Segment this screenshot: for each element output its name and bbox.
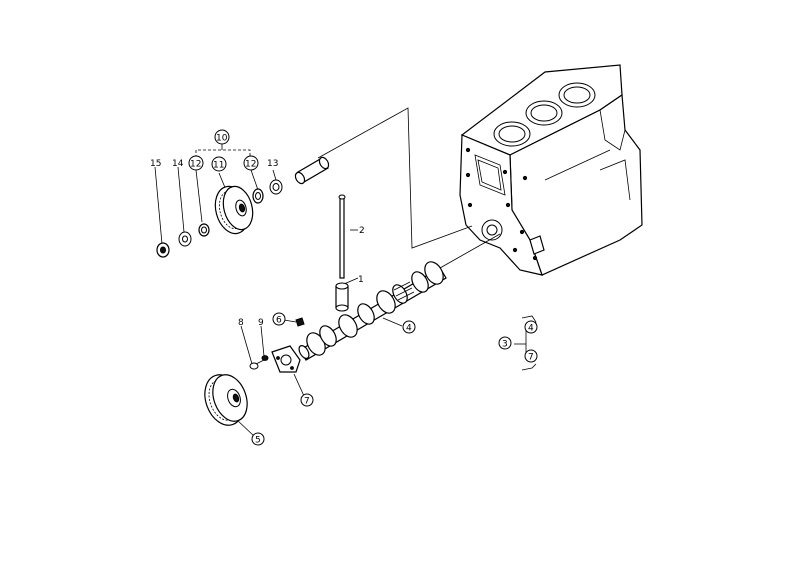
callout-labels: 1 2 3 4 4 5 6 7 7 8 9 10 11 12 12 13 14 … xyxy=(150,129,538,446)
bushing-12-right xyxy=(252,188,264,204)
washer-9 xyxy=(261,355,269,361)
callout-7-legend: 7 xyxy=(528,353,534,363)
callout-14: 14 xyxy=(172,159,184,169)
callout-1: 1 xyxy=(358,275,364,285)
camshaft-gear xyxy=(204,374,248,426)
callout-11: 11 xyxy=(213,161,224,171)
nut-15 xyxy=(156,242,170,258)
tappet xyxy=(335,282,349,312)
camshaft xyxy=(298,261,447,361)
engine-block xyxy=(459,64,643,276)
callout-6: 6 xyxy=(276,316,282,326)
push-rod xyxy=(338,194,346,279)
callout-12-left: 12 xyxy=(190,160,201,170)
callout-4-legend: 4 xyxy=(528,324,534,334)
callout-9: 9 xyxy=(258,318,264,328)
callout-2: 2 xyxy=(359,226,365,236)
washer-14 xyxy=(178,231,192,247)
bushing-12-left xyxy=(198,223,210,237)
thrust-plate xyxy=(271,345,301,373)
idler-gear xyxy=(214,185,254,235)
callout-12-right: 12 xyxy=(245,160,256,170)
idler-shaft xyxy=(294,156,330,185)
screw-6 xyxy=(295,317,305,327)
bolt-8 xyxy=(249,359,265,370)
callout-7: 7 xyxy=(304,397,310,407)
callout-10: 10 xyxy=(216,134,228,144)
washer-13 xyxy=(269,179,283,195)
callout-4: 4 xyxy=(406,324,412,334)
callout-3: 3 xyxy=(502,340,508,350)
callout-8: 8 xyxy=(238,318,244,328)
callout-13: 13 xyxy=(267,159,278,169)
callout-5: 5 xyxy=(255,436,261,446)
callout-15: 15 xyxy=(150,159,161,169)
